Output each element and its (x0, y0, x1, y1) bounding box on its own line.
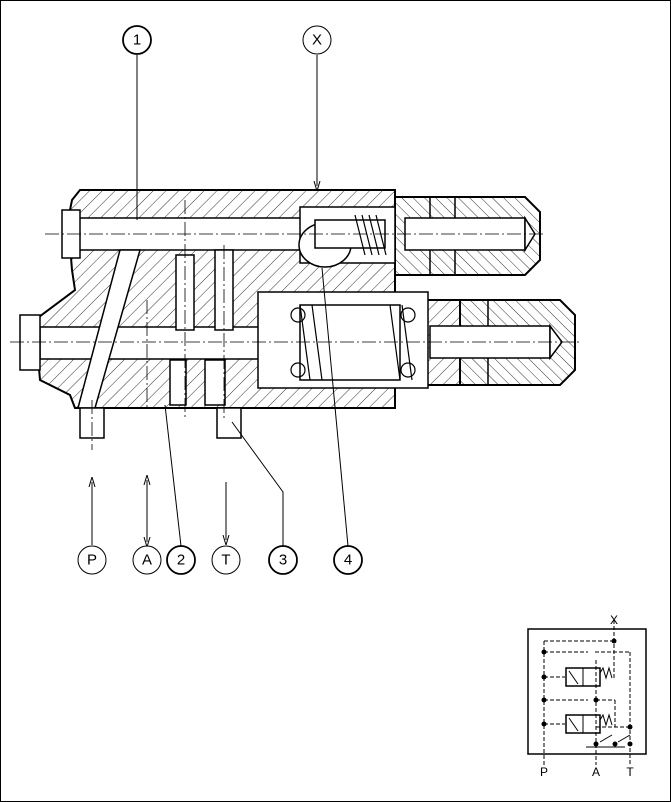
symbol-port-x: X (610, 613, 618, 627)
svg-text:3: 3 (279, 552, 287, 569)
symbol-port-p: P (540, 765, 548, 779)
leader-lines (92, 55, 349, 546)
svg-text:X: X (312, 32, 322, 49)
callout-2: 2 (166, 545, 196, 575)
center-lines (10, 200, 580, 450)
svg-text:P: P (87, 552, 97, 569)
symbol-port-t: T (626, 765, 634, 779)
callout-a: A (132, 545, 162, 575)
callout-1: 1 (122, 25, 152, 55)
callout-4: 4 (333, 545, 363, 575)
svg-text:T: T (221, 552, 230, 569)
svg-text:A: A (142, 552, 152, 569)
svg-text:1: 1 (133, 32, 141, 49)
springs (290, 214, 416, 381)
callout-x: X (302, 25, 332, 55)
callout-p: P (77, 545, 107, 575)
symbol-port-a: A (592, 765, 600, 779)
callout-t: T (211, 545, 241, 575)
hydraulic-symbol: X P A T (527, 613, 647, 779)
callout-3: 3 (268, 545, 298, 575)
svg-text:2: 2 (177, 552, 185, 569)
svg-text:4: 4 (344, 552, 352, 569)
